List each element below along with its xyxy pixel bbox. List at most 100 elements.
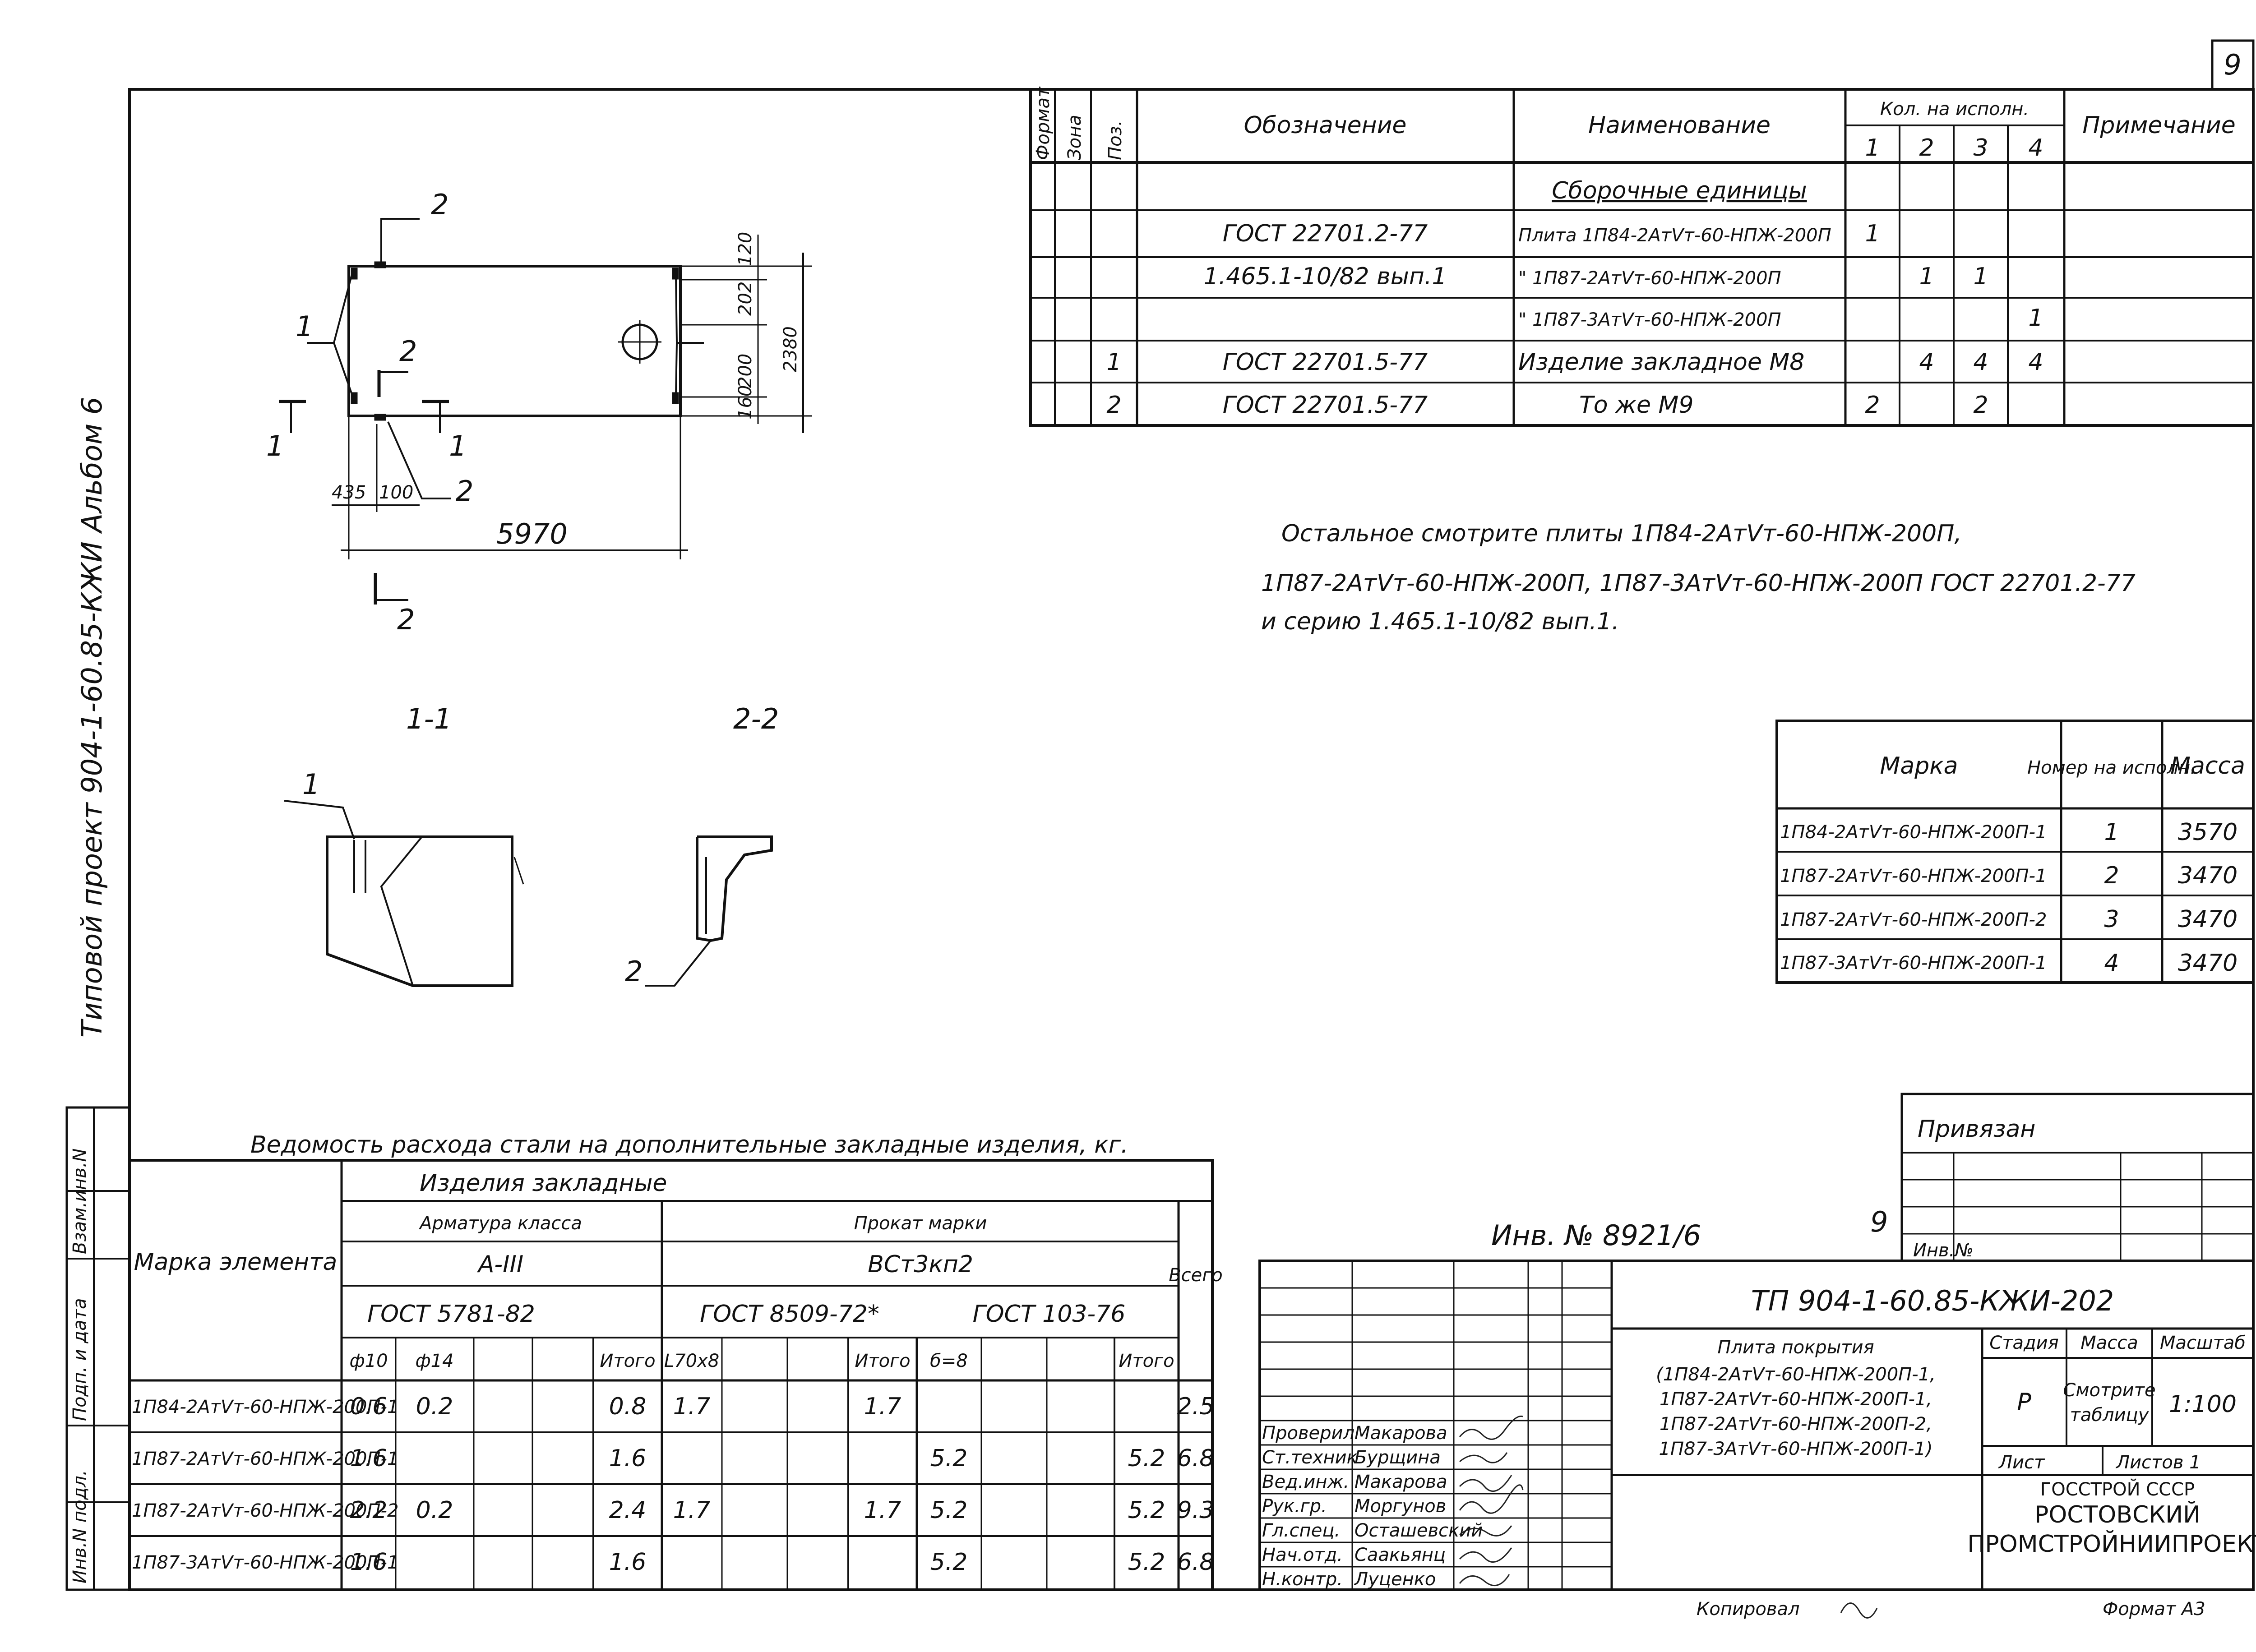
note-line-3: и серию 1.465.1-10/82 вып.1. <box>1261 608 1619 635</box>
mass-row-4-mass: 3470 <box>2178 950 2238 977</box>
section-labels: 1-1 2-2 1 2 <box>302 702 779 988</box>
title-desc-line-5: 1П87-3АтVт-60-НПЖ-200П-1) <box>1659 1439 1933 1459</box>
mass-h-mass: Масса <box>2170 752 2245 780</box>
steel-row-2-d8: 5.2 <box>930 1445 968 1472</box>
sign-date-label: Подп. и дата <box>69 1298 90 1421</box>
steel-row-2-mark: 1П87-2АтVт-60-НПЖ-200П-1 <box>132 1449 398 1469</box>
plan-labels: 1 2 2 1 1 2 2 435 100 5970 2380 120 202 … <box>266 188 801 636</box>
person-5-role: Гл.спец. <box>1262 1520 1340 1541</box>
spec-row-5-name: То же М9 <box>1579 392 1693 419</box>
mass-row-2-num: 2 <box>2104 862 2119 889</box>
replace-inv-label: Взам.инв.N <box>69 1149 90 1254</box>
spec-row-2-name: " 1П87-2АтVт-60-НПЖ-200П <box>1518 268 1781 289</box>
steel-row-4-d10: 1.6 <box>350 1549 388 1576</box>
plan-callout-1: 1 <box>296 310 313 343</box>
spec-row-1-name: Плита 1П84-2АтVт-60-НПЖ-200П <box>1518 225 1831 246</box>
signature-2 <box>1459 1452 1508 1463</box>
steel-table: Марка элемента Изделия закладные Арматур… <box>128 1159 1223 1591</box>
spec-row-4-q4: 4 <box>2028 349 2043 376</box>
section-mark-1-left: 1 <box>266 429 284 462</box>
title-desc-line-3: 1П87-2АтVт-60-НПЖ-200П-1, <box>1660 1389 1932 1410</box>
steel-row-1-total: 2.5 <box>1177 1393 1215 1420</box>
signature-1 <box>1459 1415 1523 1440</box>
spec-h-zone: Зона <box>1064 115 1085 160</box>
plan-callout-2-top: 2 <box>431 188 448 221</box>
signature-7 <box>1459 1574 1510 1586</box>
steel-h-itogo-3: Итого <box>1119 1351 1174 1371</box>
spec-h-note: Примечание <box>2082 112 2236 139</box>
side-title: Типовой проект 904-1-60.85-КЖИ Альбом 6 <box>75 397 108 1038</box>
steel-row-3-l70: 1.7 <box>673 1497 711 1524</box>
steel-h-l70: L70х8 <box>664 1351 719 1371</box>
mass-row-3-mark: 1П87-2АтVт-60-НПЖ-200П-2 <box>1780 909 2047 930</box>
mass-table: Марка Номер на исполн. Масса 1П84-2АтVт-… <box>1775 720 2255 984</box>
steel-row-2-it1: 1.6 <box>609 1445 647 1472</box>
steel-row-3-d8: 5.2 <box>930 1497 968 1524</box>
steel-row-4-it3: 5.2 <box>1128 1549 1165 1576</box>
dim-202: 202 <box>735 281 756 316</box>
steel-row-3-it3: 5.2 <box>1128 1497 1165 1524</box>
title-mass-line-2: таблицу <box>2070 1405 2150 1426</box>
section-1-1-label: 1-1 <box>406 702 452 735</box>
mass-row-3-mass: 3470 <box>2178 906 2238 933</box>
title-stage-label: Стадия <box>1989 1333 2058 1353</box>
steel-row-3: 1П87-2АтVт-60-НПЖ-200П-2 2.2 0.2 2.4 1.7… <box>132 1497 1214 1524</box>
steel-row-4-d8: 5.2 <box>930 1549 968 1576</box>
steel-row-1-l70: 1.7 <box>673 1393 711 1420</box>
spec-row-4-pos: 1 <box>1106 349 1121 376</box>
plan-view <box>279 218 812 605</box>
steel-h-rolled-grade: ВСт3кп2 <box>868 1251 973 1278</box>
steel-row-3-total: 9.3 <box>1177 1497 1215 1524</box>
spec-h-qty-1: 1 <box>1865 134 1880 162</box>
sections <box>284 800 773 987</box>
title-org-line-2: РОСТОВСКИЙ <box>2034 1501 2201 1528</box>
person-3-name: Макарова <box>1355 1472 1447 1492</box>
section-mark-2-bottom: 2 <box>397 603 415 636</box>
copied-by-signature <box>1840 1602 1878 1619</box>
dim-5970: 5970 <box>496 517 568 550</box>
steel-h-gost-103: ГОСТ 103-76 <box>973 1301 1126 1328</box>
steel-row-2-d10: 1.6 <box>350 1445 388 1472</box>
privyazan-inv: Инв.№ <box>1913 1240 1974 1261</box>
spec-section-title: Сборочные единицы <box>1552 177 1807 204</box>
person-4-name: Моргунов <box>1355 1496 1446 1517</box>
title-block-code: ТП 904-1-60.85-КЖИ-202 <box>1751 1284 2114 1317</box>
steel-row-1-mark: 1П84-2АтVт-60-НПЖ-200П-1 <box>132 1397 398 1417</box>
spec-row-5-q1: 2 <box>1865 392 1880 419</box>
title-desc-line-1: Плита покрытия <box>1717 1337 1874 1358</box>
title-org-line-1: ГОССТРОЙ СССР <box>2040 1478 2195 1500</box>
copied-by-label: Копировал <box>1697 1599 1800 1620</box>
section-callout-2: 2 <box>625 955 643 988</box>
person-6-role: Нач.отд. <box>1262 1545 1343 1565</box>
spec-h-name: Наименование <box>1588 112 1771 139</box>
title-org-line-3: ПРОМСТРОЙНИИПРОЕКТ <box>1967 1530 2256 1558</box>
steel-h-total: Всего <box>1169 1265 1223 1286</box>
steel-row-3-it1: 2.4 <box>609 1497 647 1524</box>
inv-orig-label: Инв.N подл. <box>69 1470 90 1583</box>
spec-row-4-q2: 4 <box>1919 349 1934 376</box>
title-stage: Р <box>2017 1389 2031 1416</box>
spec-row-2-q3: 1 <box>1973 263 1988 290</box>
mass-row-4-mark: 1П87-3АтVт-60-НПЖ-200П-1 <box>1780 953 2047 974</box>
title-block: ТП 904-1-60.85-КЖИ-202 Плита покрытия (1… <box>1258 1260 2256 1591</box>
title-mass-line-1: Смотрите <box>2063 1380 2155 1401</box>
steel-h-d14: ф14 <box>415 1351 453 1371</box>
person-5-name: Осташевский <box>1355 1520 1483 1541</box>
steel-h-rolled: Прокат марки <box>854 1213 987 1234</box>
spec-h-pos: Поз. <box>1105 120 1126 160</box>
privyazan-title: Привязан <box>1918 1116 2035 1143</box>
steel-row-3-it2: 1.7 <box>864 1497 901 1524</box>
steel-table-title: Ведомость расхода стали на дополнительны… <box>250 1131 1128 1158</box>
mass-row-1-mass: 3570 <box>2178 819 2238 846</box>
mass-row-1-num: 1 <box>2104 819 2119 846</box>
title-scale: 1:100 <box>2169 1391 2237 1418</box>
spec-h-qty-3: 3 <box>1973 134 1988 162</box>
dim-2380: 2380 <box>780 326 801 372</box>
spec-row-5-pos: 2 <box>1106 392 1121 419</box>
spec-row-2-designation: 1.465.1-10/82 вып.1 <box>1204 263 1447 290</box>
spec-row-5-q3: 2 <box>1973 392 1988 419</box>
steel-row-2-it3: 5.2 <box>1128 1445 1165 1472</box>
mass-row-1-mark: 1П84-2АтVт-60-НПЖ-200П-1 <box>1780 822 2047 843</box>
steel-h-rebar-gost: ГОСТ 5781-82 <box>367 1301 535 1328</box>
